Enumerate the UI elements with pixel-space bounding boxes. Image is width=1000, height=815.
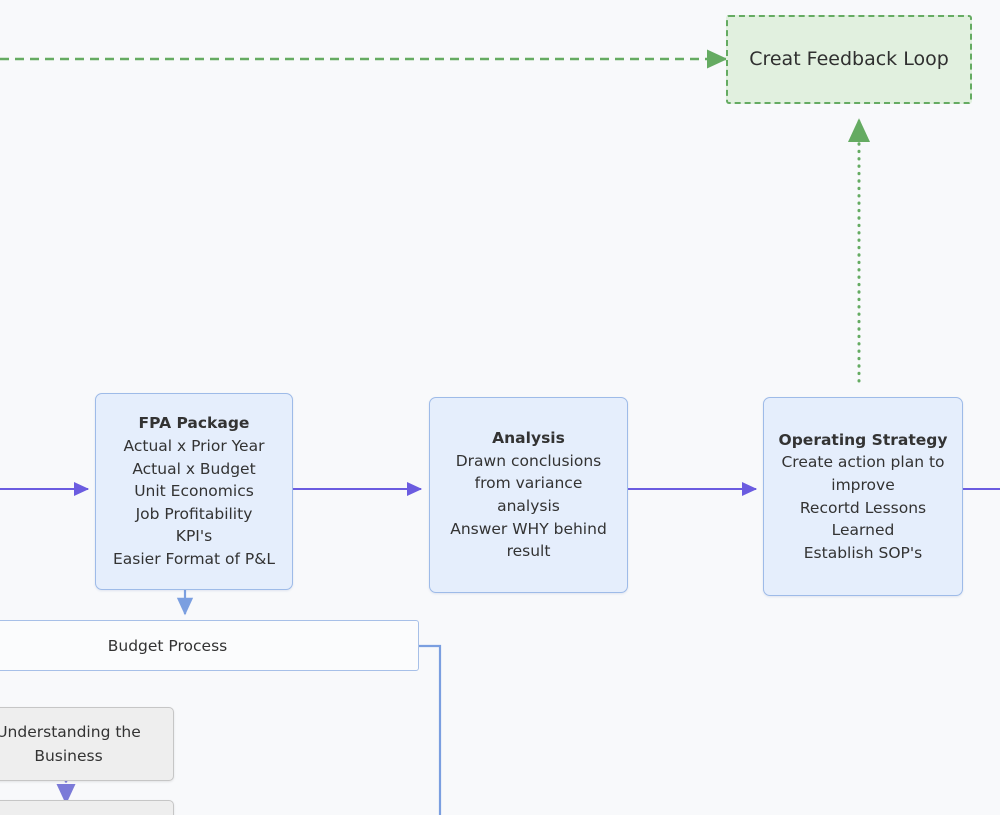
node-analysis-line-2: analysis (497, 497, 560, 515)
node-analysis-line-4: result (506, 542, 551, 561)
node-analysis-line-0: Drawn conclusions (455, 451, 602, 470)
node-operating-strategy[interactable]: Operating Strategy Create action plan to… (763, 397, 963, 596)
node-analysis-text: Analysis Drawn conclusions from variance… (443, 427, 614, 563)
node-analysis-line-3: Answer WHY behind (450, 519, 607, 538)
node-operating-strategy-line-3: Learned (831, 521, 895, 540)
node-feedback-loop-label: Creat Feedback Loop (749, 48, 949, 70)
node-operating-strategy-line-1: improve (831, 475, 895, 494)
node-fpa-package-line-3: Job Profitability (135, 504, 253, 523)
node-operating-strategy-text: Operating Strategy Create action plan to… (772, 429, 955, 565)
node-fpa-package-line-4: KPI's (175, 527, 213, 546)
node-fpa-package-line-5: Easier Format of P&L (113, 549, 275, 568)
edge-budget-process-out-down (419, 644, 442, 815)
node-understanding-business-label: Understanding the Business (0, 723, 141, 765)
node-operating-strategy-line-4: Establish SOP's (803, 543, 923, 562)
node-analysis[interactable]: Analysis Drawn conclusions from variance… (429, 397, 628, 593)
node-budget-process-label: Budget Process (107, 636, 228, 655)
node-feedback-loop[interactable]: Creat Feedback Loop (726, 15, 972, 104)
node-understanding-business[interactable]: Understanding the Business (0, 707, 174, 781)
node-operating-strategy-line-0: Create action plan to (781, 453, 945, 472)
node-budget-process[interactable]: Budget Process (0, 620, 419, 671)
node-fpa-package-line-2: Unit Economics (134, 482, 254, 501)
node-fpa-package-line-1: Actual x Budget (132, 459, 256, 478)
node-analysis-line-1: from variance (474, 474, 583, 493)
node-operating-strategy-title: Operating Strategy (778, 430, 948, 449)
node-analysis-title: Analysis (492, 429, 565, 448)
node-fpa-package-text: FPA Package Actual x Prior Year Actual x… (106, 412, 282, 570)
node-fpa-package[interactable]: FPA Package Actual x Prior Year Actual x… (95, 393, 293, 590)
node-fpa-package-line-0: Actual x Prior Year (123, 437, 265, 456)
node-operating-strategy-line-2: Recortd Lessons (799, 498, 927, 517)
node-offscreen-bottom[interactable] (0, 800, 174, 815)
node-fpa-package-title: FPA Package (138, 414, 250, 433)
